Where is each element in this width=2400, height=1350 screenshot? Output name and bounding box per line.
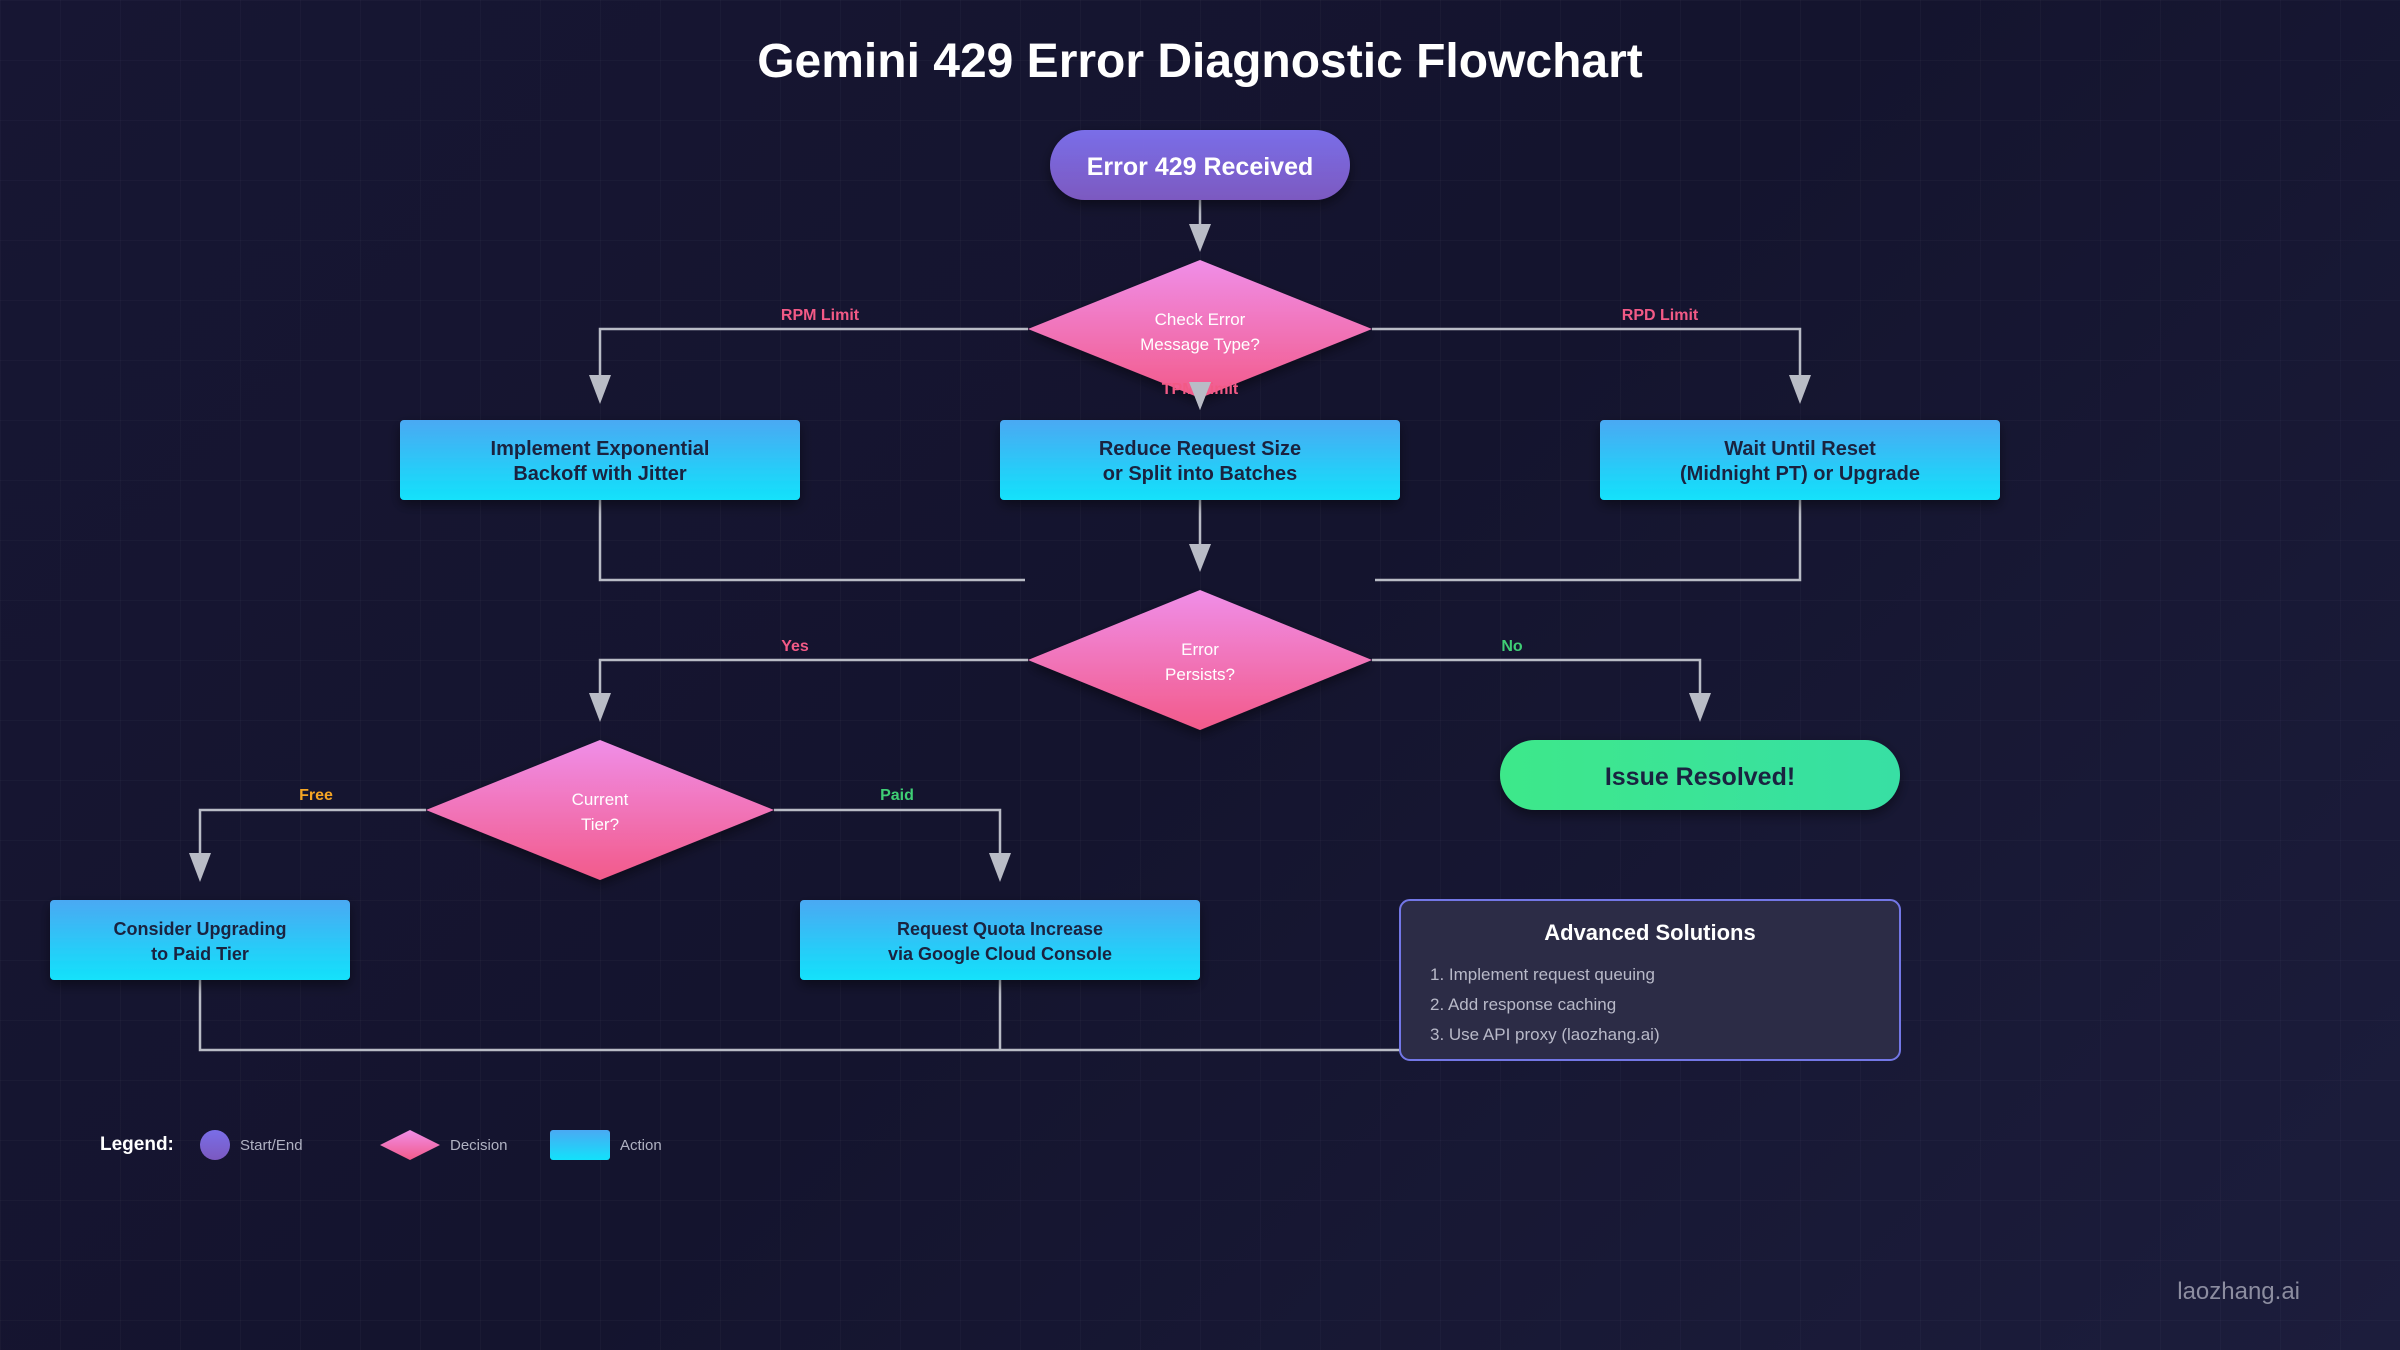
node-reduce: Reduce Request Size or Split into Batche… [1000, 420, 1400, 500]
arrowhead-wait [1789, 375, 1811, 404]
edge-label-rpd: RPD Limit [1622, 307, 1699, 324]
merge-wait [1375, 500, 1802, 582]
node-quota-line-1: Request Quota Increase [897, 919, 1103, 939]
legend-start-end-label: Start/End [240, 1137, 303, 1154]
node-wait-line-1: Wait Until Reset [1724, 438, 1876, 460]
node-persists-line-2: Persists? [1165, 665, 1235, 684]
advanced-solutions-title: Advanced Solutions [1544, 920, 1755, 945]
node-quota: Request Quota Increase via Google Cloud … [800, 900, 1200, 980]
edge-check-to-backoff [598, 327, 1028, 400]
edge-label-yes: Yes [781, 638, 809, 655]
legend: Legend: Start/End Decision Action [100, 1130, 662, 1160]
arrowhead-backoff [589, 375, 611, 404]
node-tier: Current Tier? [426, 740, 774, 880]
node-upgrade-line-2: to Paid Tier [151, 944, 249, 964]
edge-tier-to-quota [774, 808, 1002, 878]
node-reduce-line-2: or Split into Batches [1103, 463, 1297, 485]
arrowhead-resolved [1689, 693, 1711, 722]
legend-action-swatch [550, 1130, 610, 1160]
arrowhead-check [1189, 224, 1211, 252]
page-title: Gemini 429 Error Diagnostic Flowchart [757, 35, 1643, 88]
node-persists-line-1: Error [1181, 640, 1219, 659]
arrowhead-quota [989, 853, 1011, 882]
edge-label-paid: Paid [880, 787, 914, 804]
node-quota-line-2: via Google Cloud Console [888, 944, 1112, 964]
node-reduce-line-1: Reduce Request Size [1099, 438, 1301, 460]
watermark: laozhang.ai [2177, 1278, 2300, 1305]
advanced-solutions-panel: Advanced Solutions 1. Implement request … [1399, 899, 1901, 1061]
node-wait: Wait Until Reset (Midnight PT) or Upgrad… [1600, 420, 2000, 500]
arrowhead-tier [589, 693, 611, 722]
edge-persists-to-resolved [1372, 658, 1702, 718]
arrowhead-upgrade [189, 853, 211, 882]
node-start-label: Error 429 Received [1087, 153, 1314, 181]
node-persists: Error Persists? [1028, 590, 1372, 730]
node-upgrade: Consider Upgrading to Paid Tier [50, 900, 350, 980]
legend-decision-swatch [380, 1130, 440, 1160]
arrowhead-persists [1189, 544, 1211, 572]
node-backoff-line-2: Backoff with Jitter [513, 463, 687, 485]
edge-labels: RPM Limit RPD Limit Yes No Free Paid [299, 307, 1699, 804]
advanced-item-2: 2. Add response caching [1430, 995, 1616, 1014]
edge-persists-to-tier [598, 658, 1028, 718]
merge-upgrade-bottom [198, 980, 1400, 1052]
node-backoff: Implement Exponential Backoff with Jitte… [400, 420, 800, 500]
node-wait-line-2: (Midnight PT) or Upgrade [1680, 463, 1920, 485]
advanced-item-1: 1. Implement request queuing [1430, 965, 1655, 984]
node-check-type: Check Error Message Type? [1028, 260, 1372, 398]
legend-label: Legend: [100, 1134, 174, 1155]
edge-tier-to-upgrade [198, 808, 426, 878]
legend-action-label: Action [620, 1137, 662, 1154]
node-check-type-line-2: Message Type? [1140, 335, 1260, 354]
legend-start-end-swatch [200, 1130, 230, 1160]
node-backoff-line-1: Implement Exponential [491, 438, 710, 460]
node-resolved-label: Issue Resolved! [1605, 763, 1795, 791]
node-tier-line-1: Current [572, 790, 629, 809]
node-resolved: Issue Resolved! [1500, 740, 1900, 810]
edge-label-free: Free [299, 787, 333, 804]
arrowheads [189, 224, 1811, 882]
edge-label-no: No [1501, 638, 1523, 655]
edge-label-rpm: RPM Limit [781, 307, 860, 324]
node-upgrade-line-1: Consider Upgrading [113, 919, 286, 939]
legend-decision-label: Decision [450, 1137, 508, 1154]
node-check-type-line-1: Check Error [1155, 310, 1246, 329]
node-start: Error 429 Received [1050, 130, 1350, 200]
edge-check-to-wait [1372, 327, 1802, 400]
advanced-item-3: 3. Use API proxy (laozhang.ai) [1430, 1025, 1660, 1044]
merge-backoff [598, 500, 1025, 582]
arrowhead-reduce-overlay [1189, 382, 1211, 410]
node-tier-line-2: Tier? [581, 815, 619, 834]
